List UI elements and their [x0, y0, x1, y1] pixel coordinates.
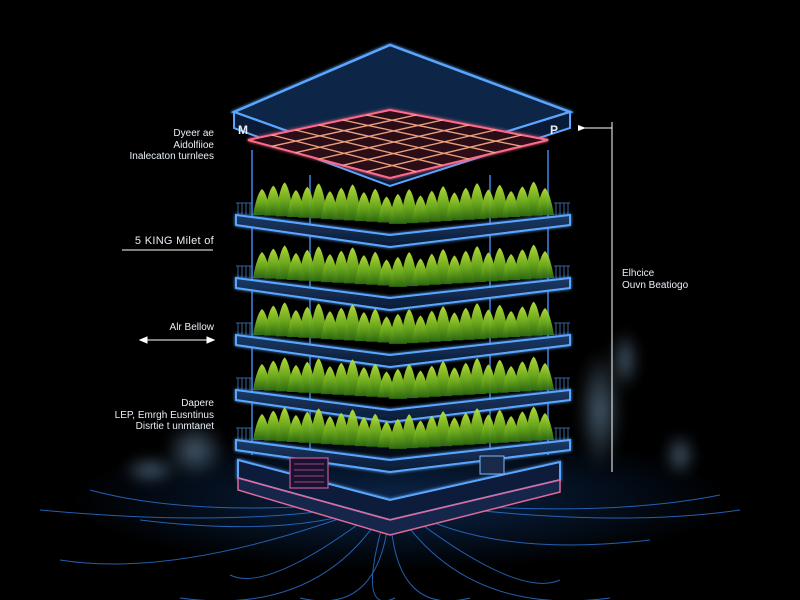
- plant-canopy: [253, 356, 554, 399]
- callout-mid-left-1: 5 KING Milet of: [134, 235, 214, 247]
- roof: [230, 43, 574, 188]
- grow-tier: [235, 349, 571, 424]
- callout-line: Disrtie t unmtanet: [135, 421, 214, 432]
- callout-line: Elhcice: [622, 268, 655, 279]
- tier-railing: [236, 427, 570, 440]
- control-panel: [479, 455, 505, 475]
- callout-right: Elhcice Ouvn Beatiogo: [622, 268, 742, 291]
- callout-line: Inalecaton turnlees: [129, 151, 214, 162]
- grow-tier: [235, 181, 571, 249]
- callout-line: LEP, Emrgh Eusntinus: [114, 409, 214, 421]
- height-indicator: [578, 122, 614, 472]
- led-grid: [271, 114, 522, 173]
- plant-canopy: [253, 244, 554, 287]
- callout-line: Aidolfiioe: [173, 139, 214, 151]
- grow-tiers: [235, 181, 571, 474]
- corner-label-m: M: [238, 123, 248, 137]
- callout-top-left: Dyeer ae Aidolfiioe Inalecaton turnlees: [90, 128, 214, 163]
- fan-vent: [289, 457, 329, 489]
- callout-line: Ouvn Beatiogo: [622, 279, 689, 291]
- grow-tier: [235, 237, 571, 312]
- tier-railing: [236, 265, 570, 278]
- mist-clouds: [122, 330, 696, 484]
- left-callout-lines: [122, 249, 216, 344]
- plant-canopy: [253, 301, 554, 344]
- callout-line: Dapere: [181, 398, 214, 409]
- callout-line: Dyeer ae: [173, 128, 214, 139]
- callout-mid-left-2: Alr Bellow: [169, 322, 214, 333]
- corner-label-p: P: [550, 123, 559, 137]
- tier-railing: [236, 322, 570, 335]
- plant-canopy: [253, 406, 554, 449]
- tier-railing: [236, 202, 570, 215]
- callout-bottom-left: Dapere LEP, Emrgh Eusntinus Disrtie t un…: [90, 398, 214, 433]
- plant-canopy: [253, 181, 554, 224]
- tier-railing: [236, 377, 570, 390]
- base-unit: [237, 455, 561, 536]
